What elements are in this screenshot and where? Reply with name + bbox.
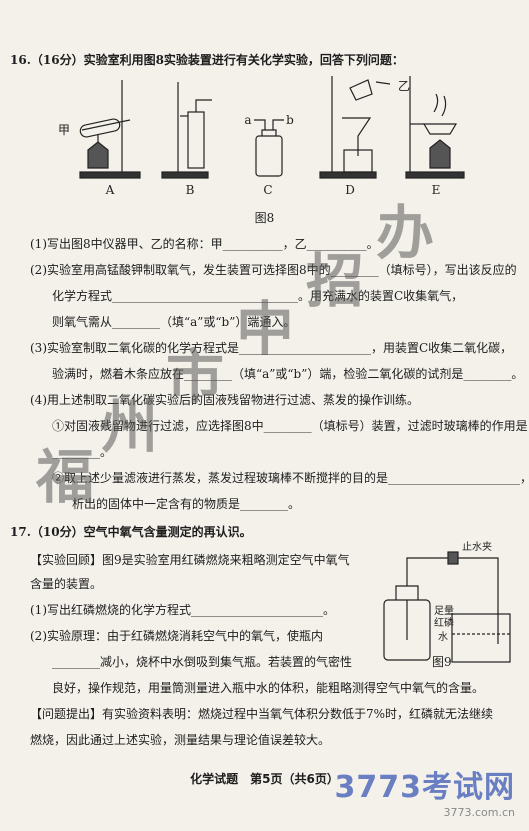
watermark-char-5: 招 [306,247,365,315]
q17-problem-line2: 燃烧，因此通过上述实验，测量结果与理论值误差较大。 [30,733,331,747]
q17-part1: (1)写出红磷燃烧的化学方程式______________________。 [30,603,335,617]
q16-part4-item1: ①对固液残留物进行过滤，应选择图8中________（填标号）装置，过滤时玻璃棒… [52,419,528,433]
watermark-char-4: 中 [236,295,295,363]
q16-part4-item2-cont: 析出的固体中一定含有的物质是________。 [72,497,301,511]
figure-9-caption: 图9 [432,655,452,668]
label-stop-clamp: 止水夹 [462,540,492,553]
watermark-char-2: 州 [100,393,159,461]
figure-9-apparatus: 止水夹 足量 红磷 水 图9 [383,540,511,668]
q16-part2-line2: 化学方程式_______________________________。用充满… [52,289,464,303]
label-port-a: a [244,113,251,127]
label-port-b: b [286,113,294,127]
q16-part3-line1: (3)实验室制取二氧化碳的化学方程式是_____________________… [30,341,513,355]
q17-review-line1: 【实验回顾】图9是实验室用红磷燃烧来粗略测定空气中氧气 [30,553,350,567]
watermark-char-3: 市 [166,343,225,411]
page-footer: 化学试题 第5页（共6页） [190,772,339,786]
q17-part2-line2: ________减小，烧杯中水倒吸到集气瓶。若装置的气密性 [52,655,353,669]
label-a-apparatus: A [105,183,115,197]
label-d-apparatus: D [345,183,355,197]
q16-part4: (4)用上述制取二氧化碳实验后的固液残留物进行过滤、蒸发的操作训练。 [30,393,420,407]
q16-part1: (1)写出图8中仪器甲、乙的名称：甲__________，乙__________… [30,237,379,251]
label-red-phosphorus: 红磷 [434,616,454,629]
q16-part3-line2: 验满时，燃着木条应放在________（填“a”或“b”）端，检验二氧化碳的试剂… [52,367,524,381]
label-e-apparatus: E [432,183,441,197]
label-water: 水 [438,631,448,643]
q16-part2-line3: 则氧气需从________（填“a”或“b”）端通入。 [52,315,296,329]
q17-problem-line1: 【问题提出】有实验资料表明：燃烧过程中当氧气体积分数低于7%时，红磷就无法继续 [30,707,494,721]
watermark-char-1: 福 [36,443,95,511]
figure-8-apparatus: A B C D E 甲 乙 a b [58,76,465,197]
watermark-char-6: 办 [376,199,435,267]
label-b-apparatus: B [186,183,195,197]
q17-header: 17.（10分）空气中氧气含量测定的再认识。 [10,525,252,539]
q16-part2-line1: (2)实验室用高锰酸钾制取氧气，发生装置可选择图8中的________（填标号）… [30,263,517,277]
q16-part4-item2: ②取上述少量滤液进行蒸发，蒸发过程玻璃棒不断搅拌的目的是____________… [52,471,529,485]
q17-part2-line1: (2)实验原理：由于红磷燃烧消耗空气中的氧气，使瓶内 [30,629,324,643]
label-ample: 足量 [434,605,454,617]
label-jia: 甲 [58,123,70,137]
q16-header: 16.（16分）实验室利用图8实验装置进行有关化学实验，回答下列问题： [10,53,404,67]
site-logo: 3773考试网 3773.com.cn [315,762,516,819]
label-yi: 乙 [398,79,410,93]
label-c-apparatus: C [263,183,272,197]
q16-part4-item1-cont: ________。 [52,445,113,459]
site-logo-sub: 3773.com.cn [443,806,516,819]
site-logo-main: 3773考试网 [334,770,515,805]
q17-review-line2: 含量的装置。 [30,577,103,591]
figure-8-caption: 图8 [254,211,275,225]
q17-part2-line3: 良好，操作规范，用量筒测量进入瓶中水的体积，能粗略测得空气中氧气的含量。 [52,681,485,695]
